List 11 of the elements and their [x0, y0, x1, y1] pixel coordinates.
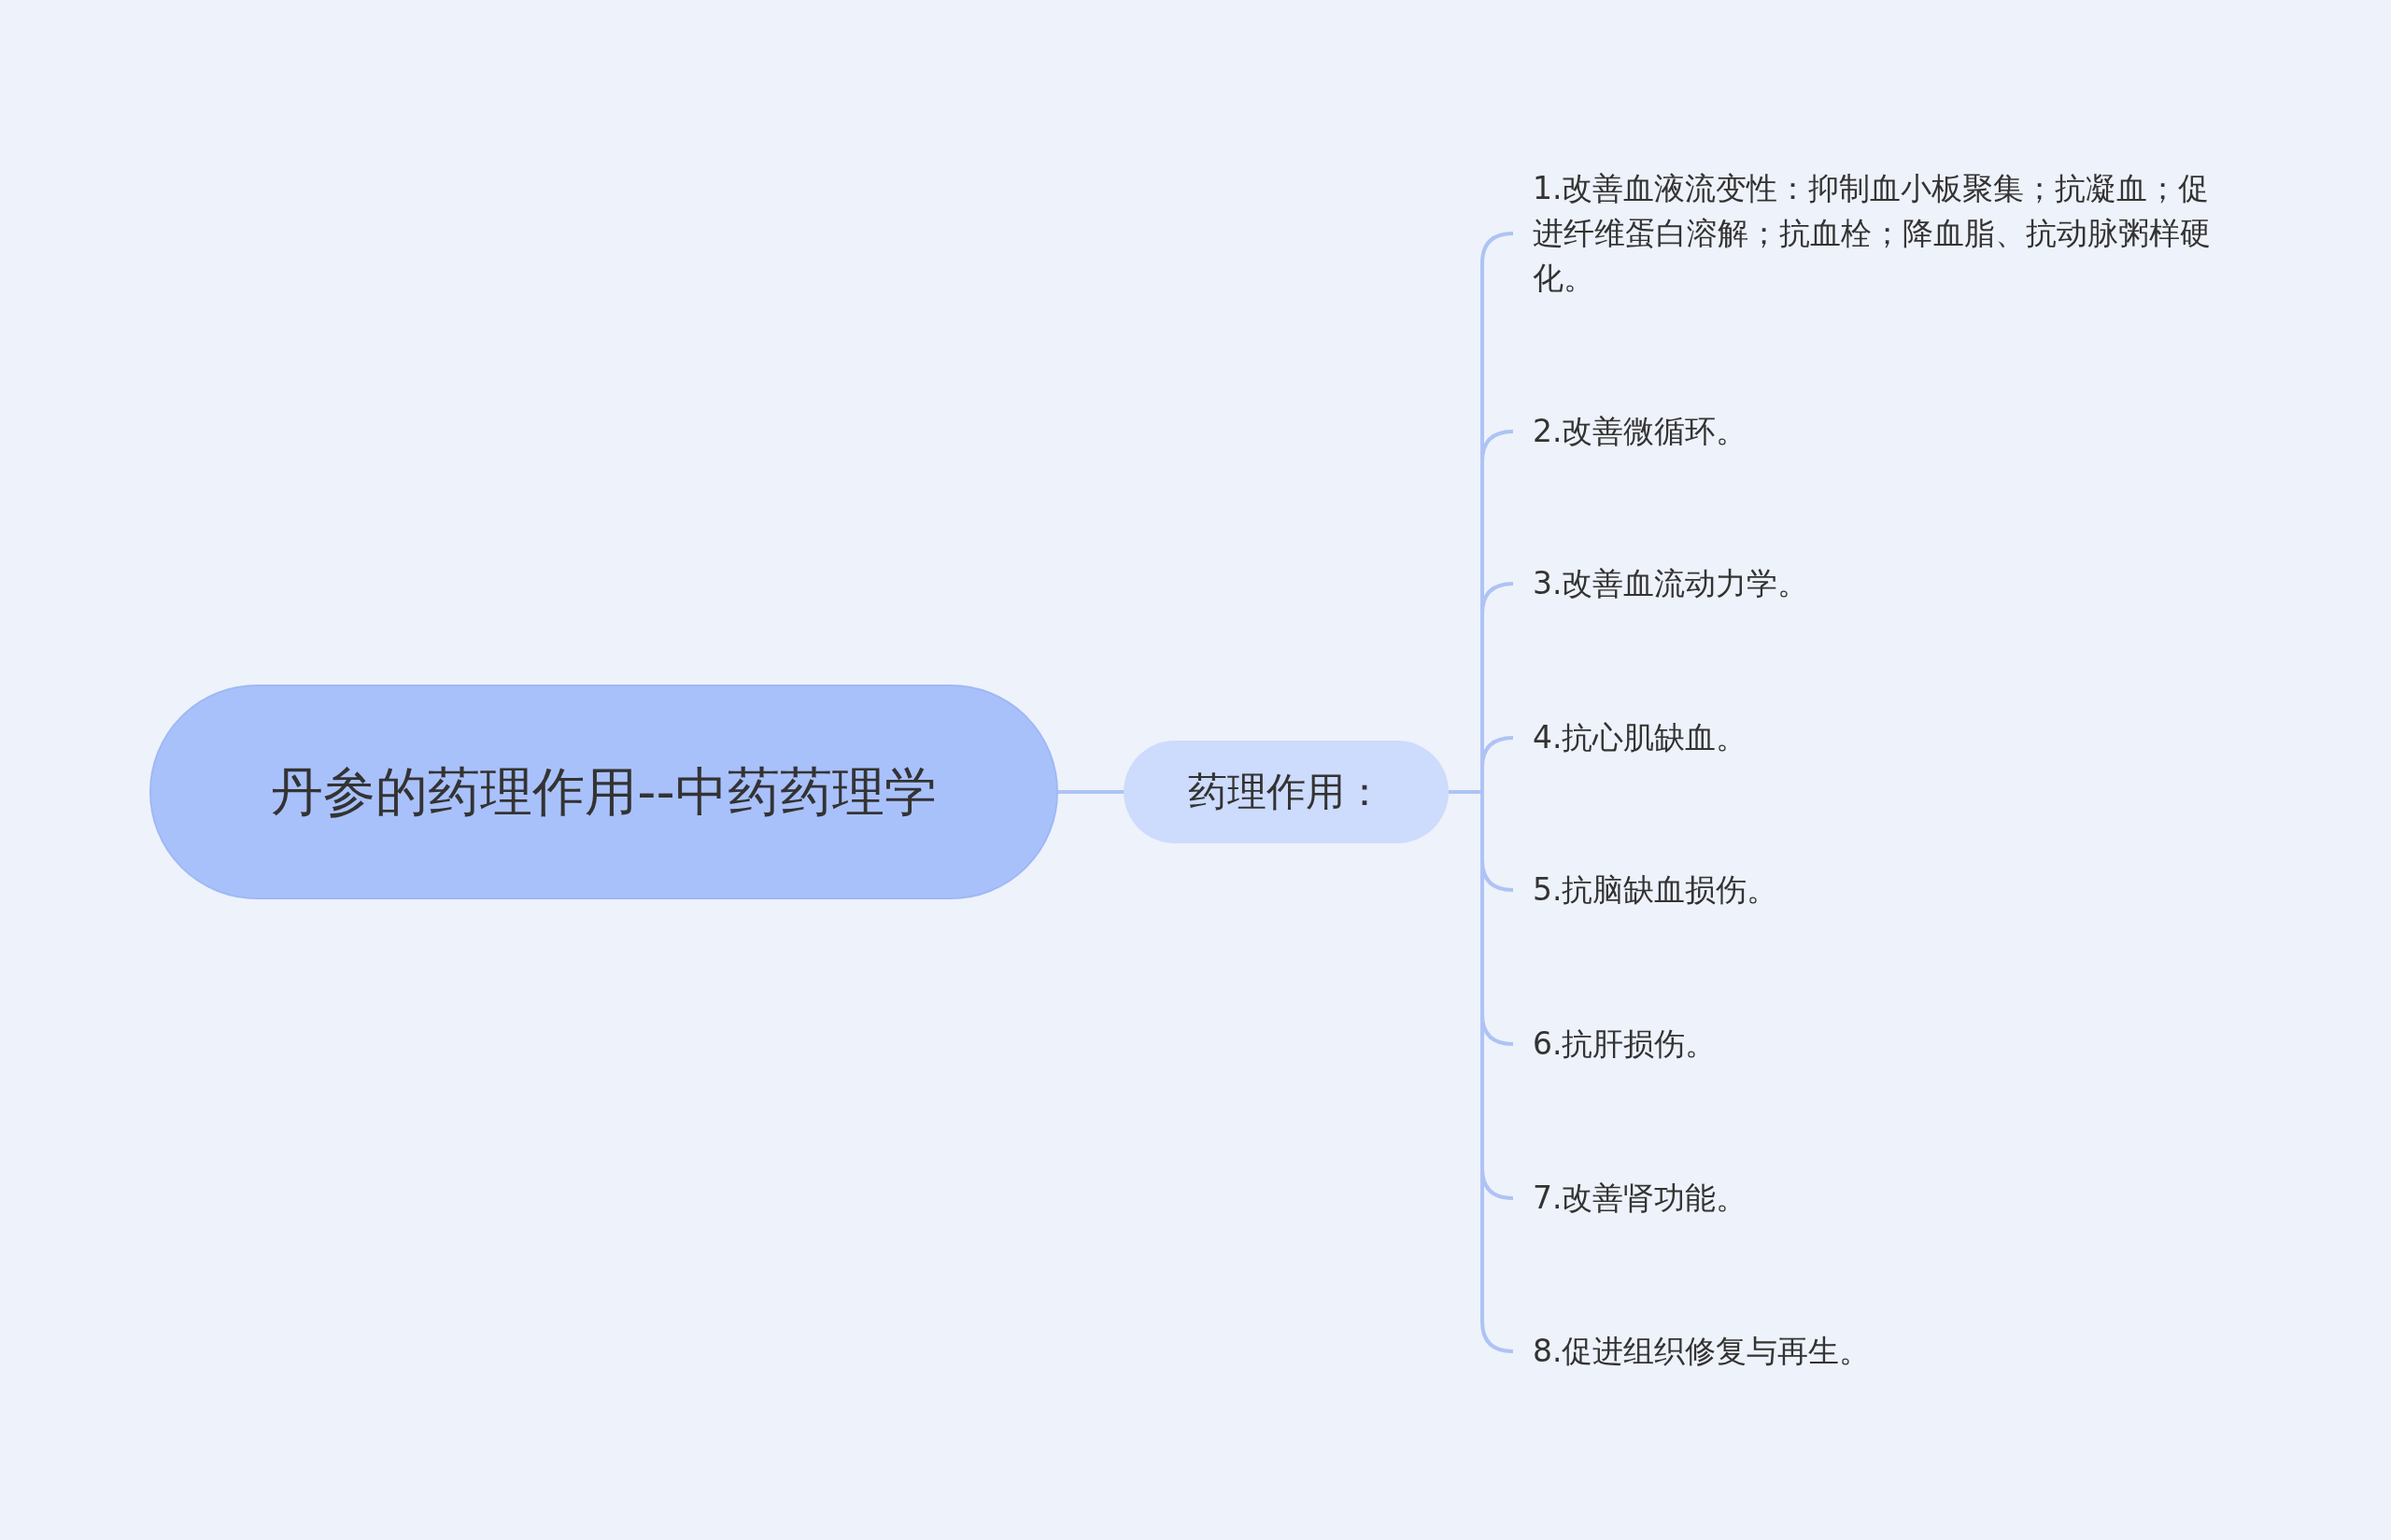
leaf-text: 3.改善血流动力学。: [1533, 564, 1809, 604]
leaf-text: 5.抗脑缺血损伤。: [1533, 870, 1778, 911]
leaf-text: 6.抗肝损伤。: [1533, 1024, 1717, 1065]
leaf-text: 1.改善血液流变性：抑制血小板聚集；抗凝血；促进纤维蛋白溶解；抗血栓；降血脂、抗动脉粥样硬化。: [1533, 169, 2212, 298]
root-topic: 丹参的药理作用--中药药理学: [149, 685, 1058, 899]
leaf-text: 7.改善肾功能。: [1533, 1179, 1747, 1219]
leaf-text: 8.促进组织修复与再生。: [1533, 1332, 1871, 1372]
branch-topic: 药理作用：: [1124, 741, 1449, 843]
leaf-text: 2.改善微循环。: [1533, 412, 1747, 452]
connector-line: [1058, 790, 1124, 794]
leaf-text: 4.抗心肌缺血。: [1533, 718, 1747, 758]
